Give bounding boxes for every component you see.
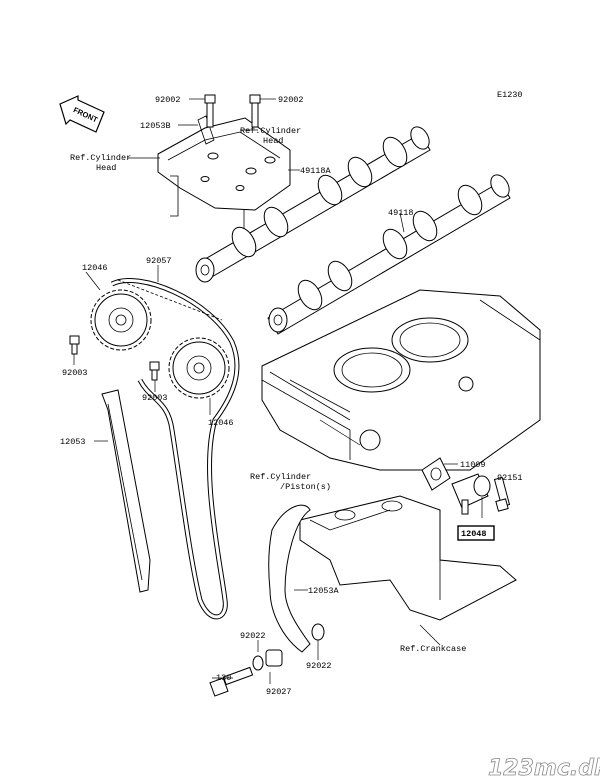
bolt-130 xyxy=(209,666,254,697)
label-49118: 49118 xyxy=(388,208,414,218)
bolt-92003-mid xyxy=(149,361,160,381)
label-92027: 92027 xyxy=(266,687,292,697)
leader-lines xyxy=(73,98,483,684)
label-92022-top: 92022 xyxy=(240,631,266,641)
label-92003-mid: 92003 xyxy=(142,393,168,403)
bolt-92002-left xyxy=(204,94,216,128)
diagram-code: E1230 xyxy=(497,90,523,100)
label-ref-cylinder-piston-2: /Piston(s) xyxy=(280,482,331,492)
label-ref-cylinder-head-left-1: Ref.Cylinder xyxy=(70,153,131,163)
cylinder-block xyxy=(261,289,541,471)
camshaft-49118a xyxy=(195,126,431,283)
washer-92022-b xyxy=(311,623,325,641)
front-arrow-icon: FRONT xyxy=(59,95,105,133)
label-12053a: 12053A xyxy=(308,586,340,596)
gasket-11009 xyxy=(421,457,451,491)
label-ref-cylinder-head-right-2: Head xyxy=(263,136,283,146)
label-92022-right: 92022 xyxy=(306,661,332,671)
sprocket-12046-lower xyxy=(168,337,230,399)
label-92003-left: 92003 xyxy=(62,368,88,378)
label-12053b: 12053B xyxy=(140,121,171,131)
washer-92022-a xyxy=(252,655,264,671)
chain-guide-12053 xyxy=(101,389,151,593)
chain-guide-12053a xyxy=(268,504,311,653)
label-11009: 11009 xyxy=(460,460,486,470)
bolt-92151 xyxy=(493,476,511,512)
bolt-92003-left xyxy=(69,335,80,355)
cam-holder-assembly xyxy=(157,115,291,236)
label-12046-top: 12046 xyxy=(82,263,108,273)
bolt-92002-right xyxy=(249,94,261,128)
camshaft-49118 xyxy=(267,174,511,335)
label-49118a: 49118A xyxy=(300,166,332,176)
highlight-box-12048 xyxy=(457,525,495,541)
label-ref-cylinder-piston-1: Ref.Cylinder xyxy=(250,472,311,482)
label-92002-left: 92002 xyxy=(155,95,181,105)
label-12048: 12048 xyxy=(461,529,487,539)
label-92002-right: 92002 xyxy=(278,95,304,105)
tensioner-12048 xyxy=(451,473,491,515)
label-ref-cylinder-head-right-1: Ref.Cylinder xyxy=(240,126,301,136)
watermark: 123mc.dk xyxy=(488,756,600,781)
label-92057: 92057 xyxy=(146,256,172,266)
label-ref-cylinder-head-left-2: Head xyxy=(96,163,116,173)
label-130: 130 xyxy=(216,673,231,683)
label-12053: 12053 xyxy=(60,437,86,447)
sprocket-12046-upper xyxy=(90,289,152,351)
collar-92027 xyxy=(265,649,283,667)
label-12046-bottom: 12046 xyxy=(208,418,234,428)
label-ref-crankcase: Ref.Crankcase xyxy=(400,644,466,654)
label-92151: 92151 xyxy=(497,473,523,483)
cam-chain-92057 xyxy=(110,278,240,620)
crankcase xyxy=(299,495,517,621)
